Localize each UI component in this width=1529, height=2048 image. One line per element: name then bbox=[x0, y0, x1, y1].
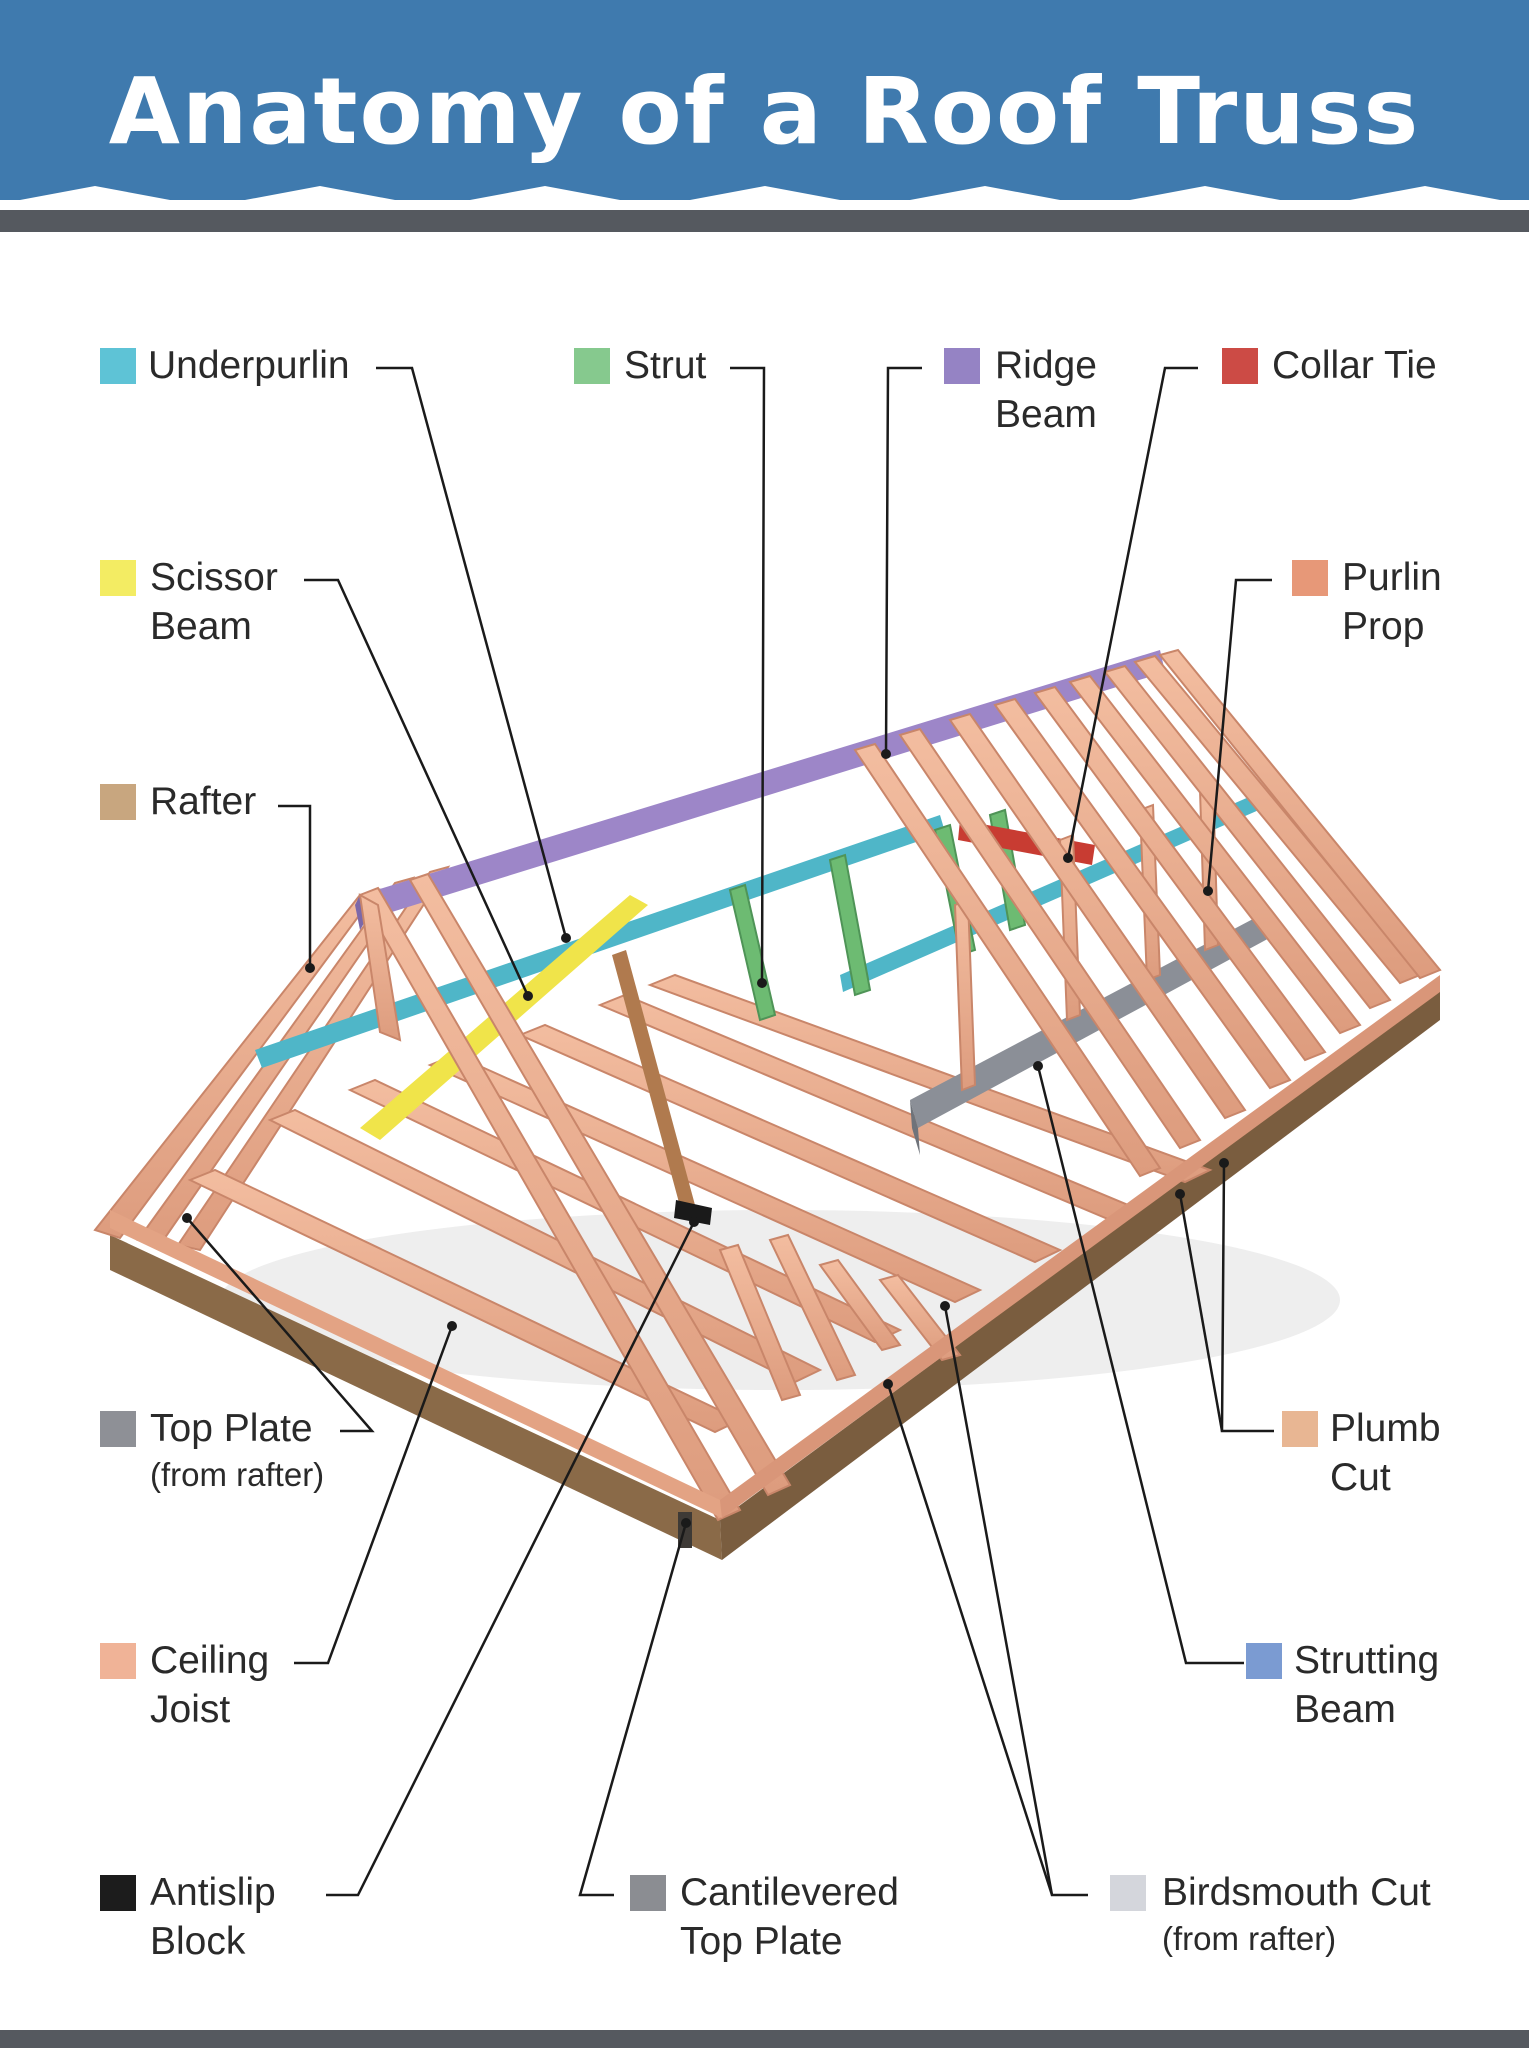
ridge-beam-swatch bbox=[944, 348, 980, 384]
scissor-beam-label: Scissor Beam bbox=[150, 553, 278, 651]
ridge-beam-label-line-1: Ridge bbox=[995, 344, 1097, 387]
collar-tie-label: Collar Tie bbox=[1272, 341, 1437, 390]
antislip-block-label: Antislip Block bbox=[150, 1868, 276, 1966]
top-plate-label: Top Plate (from rafter) bbox=[150, 1404, 324, 1497]
header-zigzag bbox=[0, 186, 1529, 232]
plumb-cut-label-line-2: Cut bbox=[1330, 1456, 1391, 1499]
antislip-block-label-line-2: Block bbox=[150, 1920, 246, 1963]
antislip-block-label-line-1: Antislip bbox=[150, 1871, 276, 1914]
strutting-beam-label: Strutting Beam bbox=[1294, 1636, 1439, 1734]
ridge-beam-label-line-2: Beam bbox=[995, 393, 1097, 436]
strutting-beam-label-line-1: Strutting bbox=[1294, 1639, 1440, 1682]
underpurlin-label-line: Underpurlin bbox=[148, 344, 350, 387]
underpurlin-swatch bbox=[100, 348, 136, 384]
birdsmouth-cut-label-note: (from rafter) bbox=[1162, 1920, 1337, 1957]
scissor-beam-swatch bbox=[100, 560, 136, 596]
scissor-beam-label-line-1: Scissor bbox=[150, 556, 278, 599]
ceiling-joist-label-line-2: Joist bbox=[150, 1688, 231, 1731]
front-gable bbox=[358, 872, 792, 1522]
strut-swatch bbox=[574, 348, 610, 384]
strutting-beam-label-line-2: Beam bbox=[1294, 1688, 1396, 1731]
top-plate-label-note: (from rafter) bbox=[150, 1456, 325, 1493]
cantilevered-top-plate-label-line-2: Top Plate bbox=[680, 1920, 843, 1963]
birdsmouth-cut-swatch bbox=[1110, 1875, 1146, 1911]
cantilevered-top-plate-label: Cantilevered Top Plate bbox=[680, 1868, 899, 1966]
page-title: Anatomy of a Roof Truss bbox=[108, 58, 1421, 165]
top-plate-label-line: Top Plate bbox=[150, 1407, 313, 1450]
collar-tie-label-line: Collar Tie bbox=[1272, 344, 1437, 387]
birdsmouth-cut-label-line: Birdsmouth Cut bbox=[1162, 1871, 1431, 1914]
birdsmouth-teeth bbox=[718, 1233, 962, 1402]
plumb-cut-label-line-1: Plumb bbox=[1330, 1407, 1441, 1450]
cantilevered-top-plate-swatch bbox=[630, 1875, 666, 1911]
scissor-beam-label-line-2: Beam bbox=[150, 605, 252, 648]
ceiling-joist-label-line-1: Ceiling bbox=[150, 1639, 270, 1682]
birdsmouth-cut-label: Birdsmouth Cut (from rafter) bbox=[1162, 1868, 1431, 1961]
cantilevered-top-plate-label-line-1: Cantilevered bbox=[680, 1871, 899, 1914]
strut-label-line: Strut bbox=[624, 344, 707, 387]
rafter-label: Rafter bbox=[150, 777, 256, 826]
leader-lines bbox=[186, 366, 1274, 1897]
ceiling-joist-swatch bbox=[100, 1643, 136, 1679]
purlin-prop-swatch bbox=[1292, 560, 1328, 596]
purlin-prop-label: Purlin Prop bbox=[1342, 553, 1442, 651]
header-band: Anatomy of a Roof Truss bbox=[0, 0, 1529, 232]
plumb-cut-swatch bbox=[1282, 1411, 1318, 1447]
leader-dots bbox=[182, 749, 1229, 1528]
antislip-post bbox=[612, 950, 712, 1225]
purlin-prop-label-line-1: Purlin bbox=[1342, 556, 1442, 599]
strutting-beam-swatch bbox=[1246, 1643, 1282, 1679]
purlin-prop-label-line-2: Prop bbox=[1342, 605, 1425, 648]
rafters-right-slope bbox=[853, 648, 1442, 1178]
ceiling-joist-label: Ceiling Joist bbox=[150, 1636, 269, 1734]
top-plate-swatch bbox=[100, 1411, 136, 1447]
ridge-beam-label: Ridge Beam bbox=[995, 341, 1097, 439]
underpurlin-label: Underpurlin bbox=[148, 341, 350, 390]
collar-tie-swatch bbox=[1222, 348, 1258, 384]
rafter-label-line: Rafter bbox=[150, 780, 257, 823]
rafter-swatch bbox=[100, 784, 136, 820]
footer-bar bbox=[0, 2030, 1529, 2048]
strut-label: Strut bbox=[624, 341, 706, 390]
antislip-block-swatch bbox=[100, 1875, 136, 1911]
plumb-cut-label: Plumb Cut bbox=[1330, 1404, 1441, 1502]
